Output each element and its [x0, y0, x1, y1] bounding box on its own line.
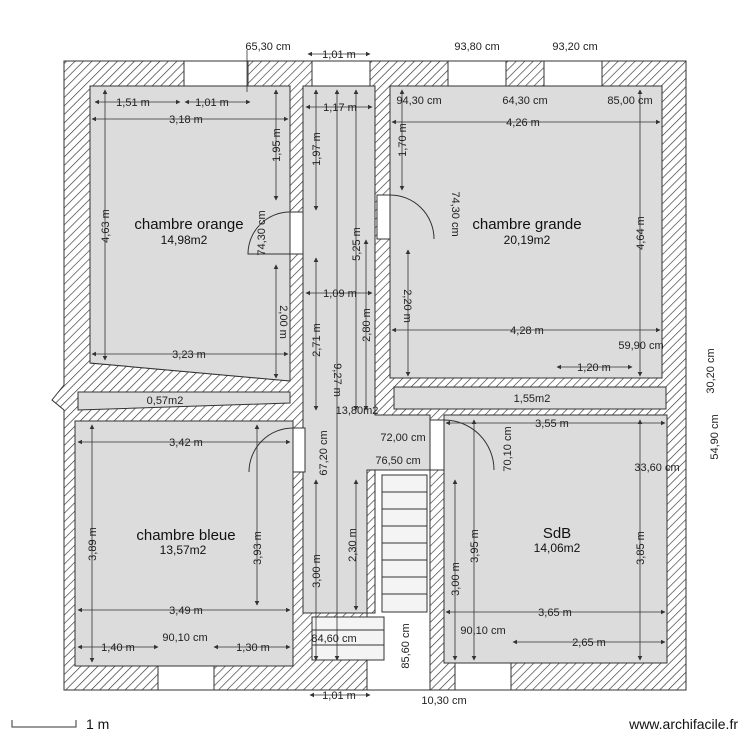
dimension-label: 85,60 cm [400, 623, 412, 668]
dimension-label: 84,60 cm [311, 633, 356, 645]
dimension-label: 33,60 cm [634, 462, 679, 474]
room-area-bleue: 13,57m2 [160, 543, 207, 557]
dimension-label: 59,90 cm [618, 340, 663, 352]
dimension-label: 74,30 cm [256, 210, 268, 255]
dimension-label: 64,30 cm [502, 95, 547, 107]
dimension-label: 3,93 m [252, 531, 264, 565]
dimension-label: 70,10 cm [502, 426, 514, 471]
room-name-bleue: chambre bleue [136, 527, 235, 544]
room-area-sdb: 14,06m2 [534, 541, 581, 555]
dimension-label: 10,30 cm [421, 695, 466, 707]
room-name-sdb: SdB [543, 525, 571, 542]
strip-right [393, 386, 667, 410]
dimension-label: 9,27 m [331, 363, 343, 397]
dimension-label: 54,90 cm [709, 414, 721, 459]
dimension-label: 3,00 m [311, 554, 323, 588]
scale-bar [11, 720, 77, 728]
dimension-label: 2,20 m [401, 289, 413, 323]
dimension-labels: 65,30 cm 1,01 m 93,80 cm 93,20 cm 1,51 m… [87, 41, 721, 707]
dimension-label: 76,50 cm [375, 455, 420, 467]
dimension-label: 90,10 cm [162, 632, 207, 644]
dimension-label: 3,85 m [635, 531, 647, 565]
room-name-grande: chambre grande [472, 216, 581, 233]
dimension-label: 4,26 m [506, 117, 540, 129]
brand-watermark: www.archifacile.fr [628, 716, 738, 732]
dimension-label: 4,63 m [100, 209, 112, 243]
dimension-label: 4,64 m [635, 216, 647, 250]
dimension-label: 67,20 cm [318, 430, 330, 475]
doors [247, 194, 495, 473]
dimension-label: 30,20 cm [705, 348, 717, 393]
dimension-label: 2,71 m [311, 323, 323, 357]
dimension-label: 3,49 m [169, 605, 203, 617]
staircase [311, 474, 428, 661]
dimension-label: 1,20 m [577, 362, 611, 374]
scale-label: 1 m [86, 716, 109, 732]
dimension-label: 93,80 cm [454, 41, 499, 53]
dimension-label: 3,23 m [172, 349, 206, 361]
dimension-lines [77, 50, 666, 698]
room-name-orange: chambre orange [134, 216, 243, 233]
dimension-label: 3,55 m [535, 418, 569, 430]
dimension-label: 1,70 m [397, 123, 409, 157]
strip-left [77, 391, 291, 411]
dimension-label: 72,00 cm [380, 432, 425, 444]
dimension-label: 3,00 m [450, 562, 462, 596]
dimension-label: 1,51 m [116, 97, 150, 109]
dimension-label: 74,30 cm [449, 191, 461, 236]
dimension-label: 1,95 m [271, 128, 283, 162]
dimension-label: 2,65 m [572, 637, 606, 649]
dimension-label: 1,17 m [323, 102, 357, 114]
dimension-label: 3,42 m [169, 437, 203, 449]
dimension-label: 3,65 m [538, 607, 572, 619]
dimension-label: 1,97 m [311, 132, 323, 166]
dimension-label: 2,80 m [361, 308, 373, 342]
dimension-label: 1,01 m [322, 690, 356, 702]
dimension-label: 3,18 m [169, 114, 203, 126]
dimension-label: 1,01 m [322, 49, 356, 61]
room-area-orange: 14,98m2 [161, 233, 208, 247]
dimension-label: 2,30 m [347, 528, 359, 562]
dimension-label: 5,25 m [351, 227, 363, 261]
dimension-label: 1,40 m [101, 642, 135, 654]
dimension-label: 94,30 cm [396, 95, 441, 107]
room-sdb [443, 414, 668, 664]
dimension-label: 4,28 m [510, 325, 544, 337]
dimension-label: 65,30 cm [245, 41, 290, 53]
area-corridor: 13,80m2 [336, 405, 379, 417]
windows [157, 60, 603, 691]
room-area-grande: 20,19m2 [504, 233, 551, 247]
dimension-label: 1,01 m [195, 97, 229, 109]
dimension-label: 90,10 cm [460, 625, 505, 637]
dimension-label: 2,00 m [277, 305, 289, 339]
dimension-label: 1,09 m [323, 288, 357, 300]
dimension-label: 85,00 cm [607, 95, 652, 107]
dimension-label: 1,30 m [236, 642, 270, 654]
area-strip-right: 1,55m2 [514, 393, 551, 405]
dimension-label: 3,89 m [87, 527, 99, 561]
dimension-label: 3,95 m [469, 529, 481, 563]
area-strip-left: 0,57m2 [147, 395, 184, 407]
dimension-label: 93,20 cm [552, 41, 597, 53]
